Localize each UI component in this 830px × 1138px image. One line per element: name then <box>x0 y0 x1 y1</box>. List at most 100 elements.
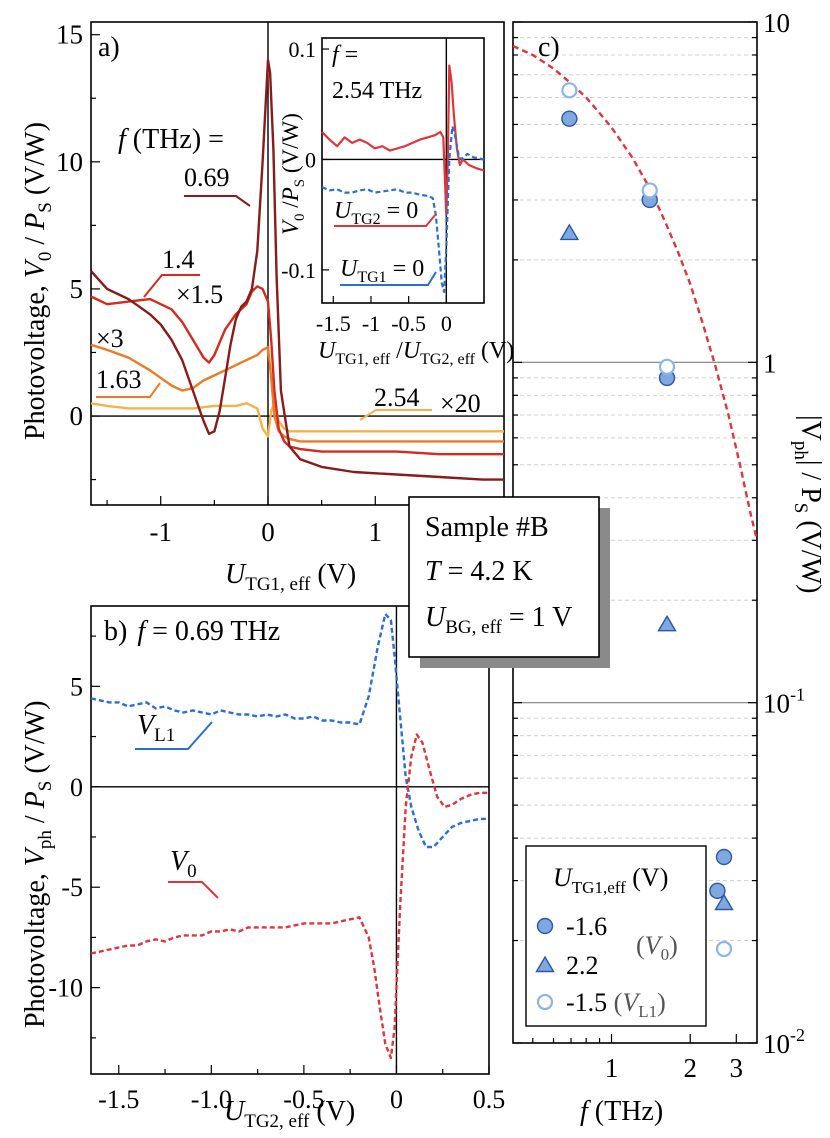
inset-label-utg1: UTG1 = 0 <box>340 256 424 286</box>
panel-a-ylabel: Photovoltage, V0 / PS (V/W) <box>20 122 56 440</box>
panel-a-series <box>90 58 504 481</box>
panel-a-ytick-label: 15 <box>56 20 83 50</box>
panel-a-ytick-label: 0 <box>70 401 84 431</box>
panel-c-marker-circle <box>561 110 578 127</box>
panel-b-frame <box>90 605 490 1075</box>
panel-a-ytick-label: 10 <box>56 147 83 177</box>
leader-vl1 <box>135 721 213 750</box>
leader-069 <box>184 195 251 207</box>
sample-box <box>408 496 600 658</box>
panel-b-curve-0 <box>90 612 489 849</box>
freq-f: f <box>118 124 129 155</box>
panel-b-xtick-label: 0.5 <box>473 1085 506 1114</box>
panel-a-curve-1.63 <box>90 343 504 443</box>
label-163: 1.63 <box>96 365 142 394</box>
panel-c-marker-open-circle <box>561 82 578 99</box>
panel-c-marker-triangle <box>657 614 677 632</box>
panel-a-xtick-label: -1 <box>149 517 172 547</box>
panel-c-grid <box>513 37 757 942</box>
panel-a-ytick-label: 5 <box>70 274 84 304</box>
panel-c-markers <box>559 82 734 958</box>
inset-curve-1 <box>321 125 485 294</box>
panel-b-ytick-label: 0 <box>70 773 83 802</box>
freq-unit: (THz) = <box>126 124 224 155</box>
mult-163: ×3 <box>96 324 124 353</box>
panel-c-marker-open-circle <box>641 182 658 199</box>
inset-xlabel: UTG1, eff /UTG2, eff (V) <box>318 338 514 368</box>
panel-b-ytick-label: -10 <box>48 974 83 1003</box>
freq-title: f (THz) = <box>118 124 224 155</box>
legend-vl1-paren-open: ( <box>614 988 623 1017</box>
panel-a-xlabel: UTG1, eff (V) <box>225 559 356 595</box>
legend-entry-2: 2.2 <box>566 951 599 980</box>
panel-c-marker-open-circle <box>658 358 676 375</box>
panel-c-label: c) <box>538 32 560 63</box>
panel-a-xtick-label: 0 <box>261 517 275 547</box>
inset-xtick-label: 0 <box>441 311 452 336</box>
leader-14 <box>143 274 200 298</box>
panel-b-ylabel: Photovoltage, Vph / PS (V/W) <box>20 701 56 1028</box>
inset-series <box>321 64 485 294</box>
panel-c-marker-254-open <box>715 940 733 958</box>
panel-b-series <box>90 612 489 1060</box>
panel-a-xtick-label: 1 <box>369 517 383 547</box>
panel-c-marker-triangle <box>559 223 580 241</box>
sample-info: Sample #B T = 4.2 K UBG, eff = 1 V <box>408 496 610 668</box>
legend-entry-3: -1.5 (VL1) <box>566 988 666 1021</box>
legend-v0-paren-close: ) <box>669 931 678 960</box>
panel-c-ytick-label: 10-2 <box>763 1025 805 1059</box>
panel-a-curve-2.54 <box>90 402 504 438</box>
leader-v0 <box>168 881 219 899</box>
legend-marker-circle <box>536 917 554 935</box>
legend-marker-triangle <box>535 955 555 973</box>
panel-b-xtick-label: 0 <box>390 1085 403 1114</box>
panel-b-curve-1 <box>90 733 489 1060</box>
legend-entry-1: -1.6 <box>566 912 607 941</box>
panel-c-xlabel: f (THz) <box>580 1096 663 1127</box>
leader-163 <box>96 382 161 398</box>
leader-254 <box>359 409 432 421</box>
legend-v0-label: (V0) <box>636 931 678 964</box>
panel-a-curve-0.69 <box>90 58 504 481</box>
inset-label-utg2: UTG2 = 0 <box>334 198 418 228</box>
label-14: 1.4 <box>162 245 195 274</box>
panel-b-xtick-label: -0.5 <box>283 1085 324 1114</box>
panel-c-fit-curve <box>513 44 757 541</box>
inset-freq-line1: f = <box>332 42 358 68</box>
panel-a-label: a) <box>98 32 120 63</box>
panel-c-marker-circle <box>709 882 726 900</box>
inset-freq-line2: 2.54 THz <box>332 78 422 104</box>
panel-c-ytick-label: 10-1 <box>763 685 805 719</box>
inset-leader-utg1 <box>340 271 437 286</box>
label-254: 2.54 <box>374 383 420 412</box>
sample-name: Sample #B <box>425 512 549 543</box>
inset-ytick-label: -0.1 <box>281 258 316 283</box>
panel-c-xtick-label: 3 <box>730 1053 744 1083</box>
label-vl1: VL1 <box>137 710 175 746</box>
legend-markers <box>535 917 555 1011</box>
panel-b-title: b)f = 0.69 THz <box>104 616 280 647</box>
mult-14: ×1.5 <box>176 280 223 309</box>
panel-c-xtick-label: 2 <box>683 1053 697 1083</box>
panel-b-xtick-label: -1.5 <box>98 1085 139 1114</box>
panel-b-ytick-label: -5 <box>61 873 83 902</box>
panel-c-fit <box>513 44 757 541</box>
sample-temperature: T = 4.2 K <box>425 556 533 587</box>
legend-title: UTG1,eff (V) <box>553 863 668 897</box>
panel-b-xtick-label: -1.0 <box>191 1085 232 1114</box>
inset-xtick-label: -1 <box>362 311 380 336</box>
panel-a-curve-1.4 <box>90 285 504 456</box>
legend-box <box>525 845 707 1027</box>
panel-c-xtick-label: 1 <box>605 1053 619 1083</box>
inset-ytick-label: 0 <box>305 147 316 172</box>
panel-c-ytick-label: 10 <box>763 8 790 38</box>
sample-ubg: UBG, eff = 1 V <box>425 602 572 638</box>
inset-ytick-label: 0.1 <box>289 37 317 62</box>
